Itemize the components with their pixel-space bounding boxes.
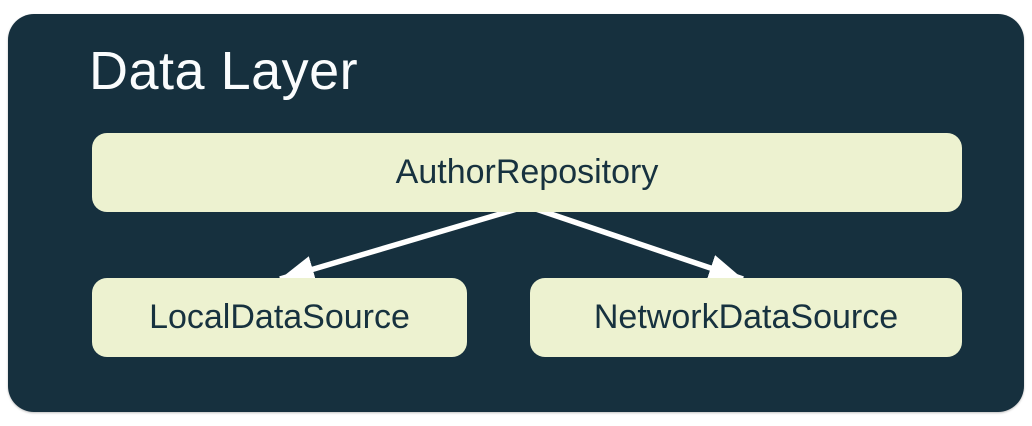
panel-title: Data Layer xyxy=(89,41,359,101)
node-network-data-source: NetworkDataSource xyxy=(530,278,962,357)
node-network-data-source-label: NetworkDataSource xyxy=(593,298,899,336)
node-author-repository: AuthorRepository xyxy=(92,133,962,212)
node-author-repository-label: AuthorRepository xyxy=(395,153,659,191)
edges-layer xyxy=(279,203,744,283)
arrow-repository-to-network-data-source xyxy=(526,203,744,282)
node-local-data-source: LocalDataSource xyxy=(92,278,467,357)
data-layer-panel: Data Layer AuthorRepository LocalDataSou… xyxy=(8,14,1024,412)
node-local-data-source-label: LocalDataSource xyxy=(149,298,410,336)
arrow-repository-to-local-data-source xyxy=(279,203,528,283)
